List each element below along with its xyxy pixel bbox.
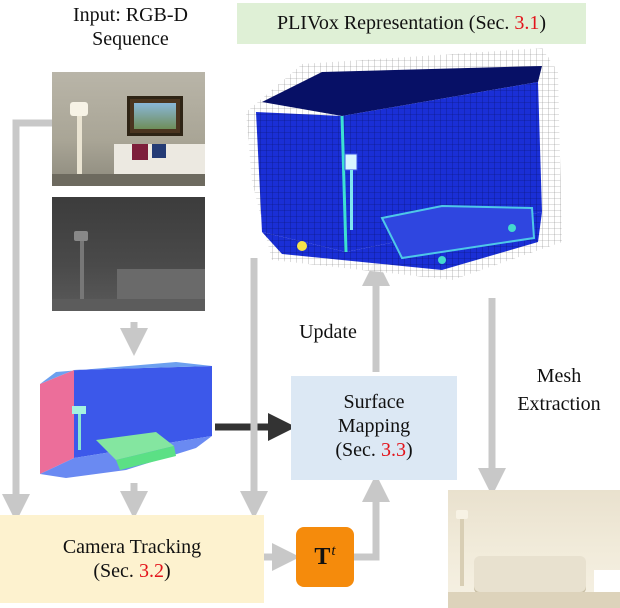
surface-mapping-line1: Surface	[343, 391, 405, 413]
mesh-extraction-label: Mesh Extraction	[517, 365, 601, 415]
camera-tracking-title: Camera Tracking	[62, 536, 202, 558]
camera-tracking-ref: (Sec. 3.2)	[93, 560, 171, 582]
surface-mapping-ref: (Sec. 3.3)	[335, 439, 413, 461]
plivox-voxel-render	[246, 48, 562, 280]
surface-mapping-box: Surface Mapping (Sec. 3.3)	[291, 376, 457, 480]
plivox-section-ref: 3.1	[514, 12, 540, 34]
arrow-T-to-mapping	[354, 474, 390, 561]
rgb-frame-image	[52, 72, 205, 186]
depth-frame-image	[52, 197, 205, 311]
surface-mapping-line2: Mapping	[337, 415, 411, 437]
transform-superscript: t	[331, 542, 336, 559]
transform-symbol: T	[314, 543, 331, 570]
input-title: Input: RGB-D Sequence	[73, 4, 188, 50]
camera-tracking-box: Camera Tracking (Sec. 3.2)	[0, 515, 264, 603]
mesh-render-image	[448, 490, 620, 608]
update-label: Update	[299, 321, 357, 343]
normal-map-3d-view	[40, 362, 212, 478]
arrow-input-to-tracking	[2, 119, 52, 522]
plivox-representation-box: PLIVox Representation (Sec. 3.1)	[237, 3, 586, 44]
